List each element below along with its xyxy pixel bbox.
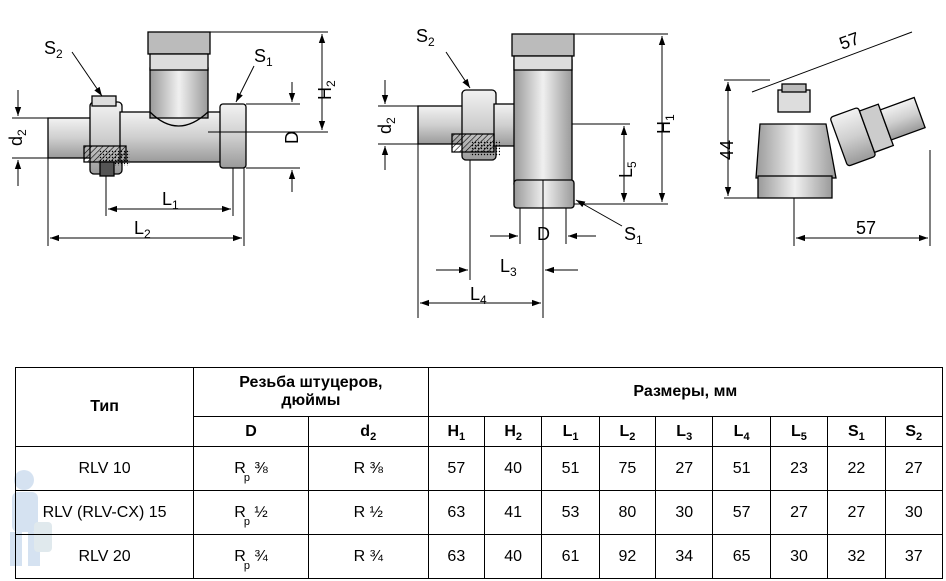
- cell-d2: R ⅜: [307, 446, 429, 491]
- cell-value: 57: [712, 490, 771, 535]
- col-header-type: Тип: [14, 367, 195, 447]
- col-header-L2: L2: [598, 416, 657, 447]
- col-header-S2: S2: [884, 416, 944, 447]
- cell-D: Rp ⅜: [193, 446, 309, 491]
- cell-value: 65: [712, 534, 771, 579]
- cell-value: 22: [827, 446, 886, 491]
- table-row: RLV 10 Rp ⅜ R ⅜ 57 40 51 75 27 51 23 22 …: [14, 446, 944, 491]
- cell-value: 63: [427, 490, 486, 535]
- cell-value: 61: [541, 534, 600, 579]
- cell-value: 32: [827, 534, 886, 579]
- cell-D: Rp ¾: [193, 534, 309, 579]
- cell-value: 30: [655, 490, 714, 535]
- label-s2: S2: [416, 26, 435, 49]
- cell-value: 92: [598, 534, 657, 579]
- label-h2: H2: [315, 80, 338, 100]
- label-s1: S1: [254, 46, 273, 69]
- valve-drawings: S2 S1 H2 D d2 L1 L2: [6, 26, 931, 318]
- label-l2: L2: [134, 218, 151, 241]
- cell-d2: R ¾: [307, 534, 429, 579]
- cell-value: 41: [483, 490, 543, 535]
- angle-valve-labels: S2 d2 H1 L5 D S1 L3 L4: [375, 26, 677, 307]
- label-s2: S2: [44, 38, 63, 61]
- label-s1: S1: [624, 224, 643, 247]
- cell-type: RLV 10: [14, 446, 195, 491]
- cell-type: RLV (RLV-CX) 15: [14, 490, 195, 535]
- rlv-cx-valve-drawing: [755, 83, 926, 199]
- col-header-d2: d2: [307, 416, 429, 447]
- cell-value: 30: [884, 490, 944, 535]
- cell-value: 57: [427, 446, 486, 491]
- label-57-bottom: 57: [856, 218, 876, 238]
- label-l4: L4: [470, 284, 487, 307]
- cell-value: 51: [541, 446, 600, 491]
- table-row: RLV (RLV-CX) 15 Rp ½ R ½ 63 41 53 80 30 …: [14, 490, 944, 535]
- table-row: RLV 20 Rp ¾ R ¾ 63 40 61 92 34 65 30 32 …: [14, 534, 944, 579]
- angle-valve-dimensions: [378, 33, 668, 318]
- label-h1: H1: [654, 114, 677, 134]
- cell-value: 27: [827, 490, 886, 535]
- rlv-cx-dimensions: [724, 31, 931, 246]
- label-44: 44: [717, 140, 737, 160]
- label-d: D: [537, 224, 550, 244]
- cell-value: 51: [712, 446, 771, 491]
- label-d2: d2: [6, 129, 29, 146]
- col-header-H2: H2: [483, 416, 543, 447]
- cell-value: 75: [598, 446, 657, 491]
- cell-value: 30: [769, 534, 829, 579]
- col-header-dims: Размеры, мм: [427, 367, 944, 417]
- straight-valve-labels: S2 S1 H2 D d2 L1 L2: [6, 38, 338, 241]
- cell-value: 80: [598, 490, 657, 535]
- cell-value: 63: [427, 534, 486, 579]
- header-row-1: Тип Резьба штуцеров,дюймы Размеры, мм: [14, 367, 944, 447]
- cell-value: 27: [655, 446, 714, 491]
- cell-value: 34: [655, 534, 714, 579]
- cell-d2: R ½: [307, 490, 429, 535]
- col-header-L3: L3: [655, 416, 714, 447]
- cell-value: 40: [483, 446, 543, 491]
- straight-valve-drawing: [47, 31, 247, 177]
- angle-valve-drawing: [417, 33, 575, 209]
- cell-D: Rp ½: [193, 490, 309, 535]
- label-d: D: [282, 131, 302, 144]
- col-header-L1: L1: [541, 416, 600, 447]
- col-header-D: D: [193, 416, 309, 447]
- col-header-S1: S1: [827, 416, 886, 447]
- col-header-thread: Резьба штуцеров,дюймы: [193, 367, 429, 417]
- label-l5: L5: [616, 161, 639, 178]
- cell-value: 37: [884, 534, 944, 579]
- cell-value: 23: [769, 446, 829, 491]
- cell-value: 27: [769, 490, 829, 535]
- cell-type: RLV 20: [14, 534, 195, 579]
- cell-value: 27: [884, 446, 944, 491]
- label-l3: L3: [500, 256, 517, 279]
- straight-valve-dimensions: [12, 31, 328, 246]
- cell-value: 40: [483, 534, 543, 579]
- label-d2: d2: [375, 117, 398, 134]
- label-l1: L1: [162, 189, 179, 212]
- specification-table: Тип Резьба штуцеров,дюймы Размеры, мм D …: [14, 367, 944, 579]
- col-header-L4: L4: [712, 416, 771, 447]
- header-row-2: D d2 H1 H2 L1 L2 L3 L4 L5 S1 S2: [16, 416, 944, 447]
- rlv-cx-labels: 57 44 57: [717, 28, 876, 238]
- cell-value: 53: [541, 490, 600, 535]
- col-header-H1: H1: [427, 416, 486, 447]
- col-header-L5: L5: [769, 416, 829, 447]
- label-57-top: 57: [837, 28, 863, 54]
